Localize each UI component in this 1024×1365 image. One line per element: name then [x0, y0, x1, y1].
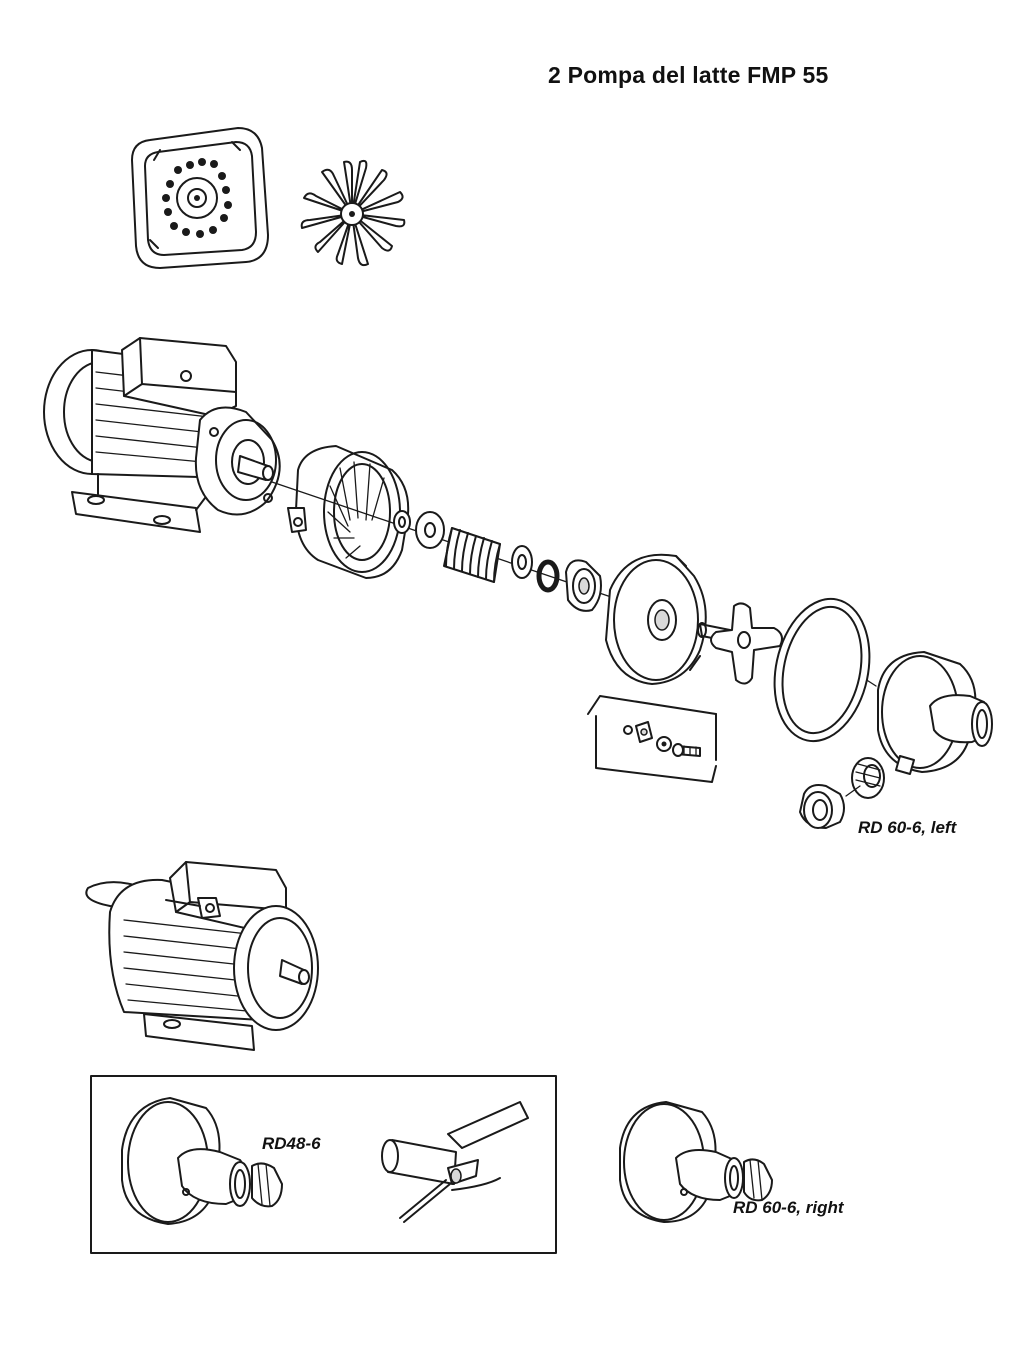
- pump-casing-left: [877, 651, 993, 775]
- label-rd60-left: RD 60-6, left: [858, 818, 957, 837]
- motor-assembly: [43, 337, 281, 533]
- fan-impeller-part: [300, 159, 406, 267]
- impeller-screw-set: [587, 695, 717, 783]
- inlet-nut-part: [851, 757, 885, 799]
- adapter-lantern-part: [287, 445, 410, 579]
- seal-seat-part: [565, 559, 602, 612]
- pump-casing-rd48: [121, 1097, 283, 1225]
- alternative-parts-box: [90, 1075, 557, 1254]
- seal-washer-large: [415, 511, 445, 549]
- pump-casing-rd60-right: [619, 1101, 773, 1223]
- impeller-shaft-part: [381, 1101, 529, 1223]
- o-ring-part: [536, 559, 560, 593]
- label-rd48: RD48-6: [262, 1134, 321, 1153]
- seal-spring: [443, 527, 501, 583]
- page-title: 2 Pompa del latte FMP 55: [548, 62, 829, 88]
- casing-gasket-part: [773, 597, 871, 743]
- back-plate-part: [605, 553, 707, 685]
- impeller-part: [697, 602, 783, 685]
- label-rd60-right: RD 60-6, right: [733, 1198, 844, 1217]
- motor-alternative: [85, 861, 319, 1051]
- seal-ring: [511, 545, 533, 579]
- fan-cover-part: [131, 127, 269, 269]
- seal-washer-small: [393, 510, 411, 534]
- inlet-union-part: [799, 784, 845, 829]
